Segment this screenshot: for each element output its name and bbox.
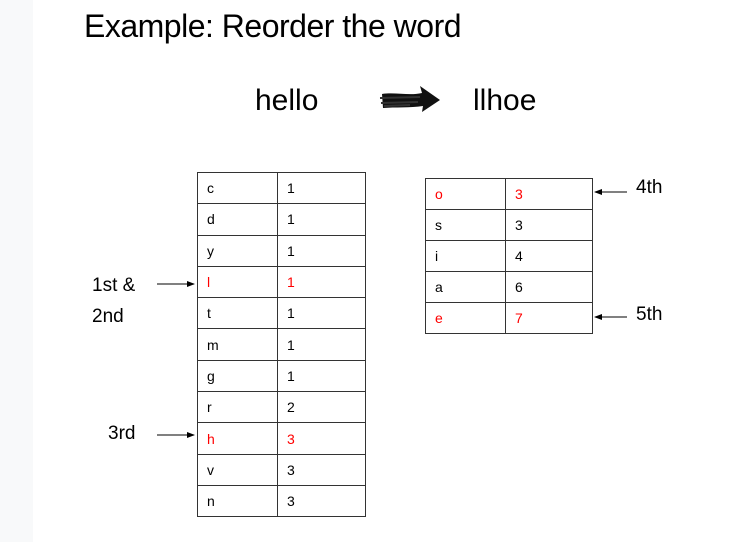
char-cell: v xyxy=(197,453,278,486)
count-cell: 1 xyxy=(277,171,366,205)
char-cell: s xyxy=(425,209,506,241)
left-margin-strip xyxy=(0,0,33,542)
slide-title: Example: Reorder the word xyxy=(84,8,462,44)
brush-arrow-icon xyxy=(379,86,440,112)
char-cell: n xyxy=(197,484,278,518)
char-cell: y xyxy=(197,234,278,267)
count-cell: 3 xyxy=(277,422,366,455)
char-cell: d xyxy=(197,203,278,236)
char-cell: m xyxy=(197,328,278,361)
count-cell: 6 xyxy=(505,271,593,303)
char-cell: r xyxy=(197,391,278,424)
input-word: hello xyxy=(255,84,319,117)
count-cell: 3 xyxy=(277,453,366,486)
count-cell: 1 xyxy=(277,265,366,299)
char-cell: g xyxy=(197,359,278,393)
label-4th: 4th xyxy=(636,177,663,198)
count-cell: 1 xyxy=(277,359,366,393)
label-3rd: 3rd xyxy=(108,423,136,444)
count-cell: 2 xyxy=(277,391,366,424)
char-cell: t xyxy=(197,297,278,330)
count-cell: 4 xyxy=(505,240,593,272)
count-cell: 7 xyxy=(505,302,593,334)
char-cell: o xyxy=(425,178,506,210)
char-cell: l xyxy=(197,265,278,299)
label-1st-and: 1st & xyxy=(92,275,136,296)
char-cell: i xyxy=(425,240,506,272)
label-2nd: 2nd xyxy=(92,306,124,327)
count-cell: 3 xyxy=(505,209,593,241)
count-cell: 1 xyxy=(277,297,366,330)
count-cell: 1 xyxy=(277,203,366,236)
count-cell: 1 xyxy=(277,234,366,267)
char-cell: h xyxy=(197,422,278,455)
label-5th: 5th xyxy=(636,304,663,325)
char-cell: a xyxy=(425,271,506,303)
count-cell: 1 xyxy=(277,328,366,361)
output-word: llhoe xyxy=(473,84,537,117)
char-cell: c xyxy=(197,171,278,205)
count-cell: 3 xyxy=(505,178,593,210)
char-cell: e xyxy=(425,302,506,334)
count-cell: 3 xyxy=(277,484,366,518)
